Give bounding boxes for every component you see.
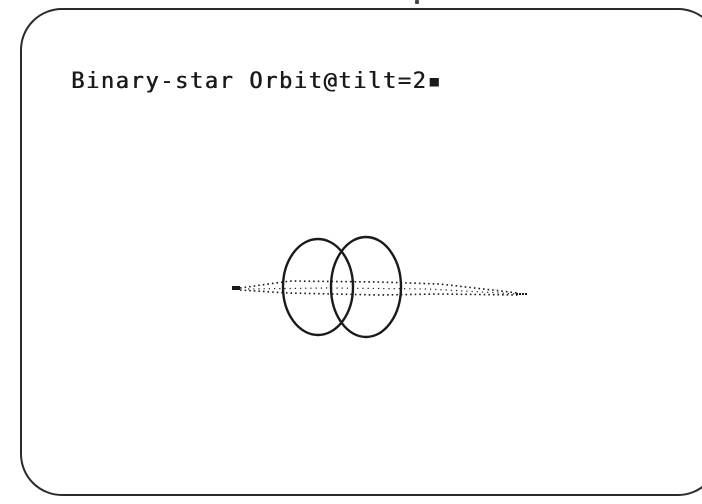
orbit-plot bbox=[228, 230, 538, 350]
orbit-plane-middle bbox=[248, 288, 518, 294]
left-end-mark bbox=[232, 286, 240, 290]
orbit-plane-lower bbox=[240, 290, 518, 295]
orbit-right-ellipse bbox=[331, 237, 401, 337]
plot-title: Binary-star Orbit@tilt=2▪ bbox=[71, 69, 442, 94]
orbit-left-ellipse bbox=[283, 239, 353, 335]
orbit-plane-upper bbox=[240, 281, 518, 293]
right-end-mark bbox=[516, 292, 528, 296]
scan-mark bbox=[415, 0, 419, 4]
